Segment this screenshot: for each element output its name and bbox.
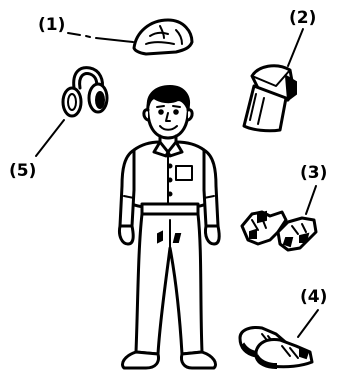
leader-line-3 <box>306 186 316 214</box>
leader-line-5 <box>36 120 64 156</box>
label-5: (5) <box>9 161 36 181</box>
label-4: (4) <box>300 287 327 307</box>
leader-line-1 <box>68 33 133 42</box>
leader-line-2 <box>288 29 303 66</box>
label-2: (2) <box>289 8 316 28</box>
worker-figure <box>119 86 219 368</box>
gloves-icon <box>242 212 316 250</box>
hard-hat-icon <box>134 20 192 54</box>
label-1: (1) <box>38 15 65 35</box>
ear-muffs-icon <box>63 68 107 116</box>
face-shield-icon <box>244 66 296 131</box>
leader-line-4 <box>298 310 318 337</box>
label-3: (3) <box>300 163 327 183</box>
